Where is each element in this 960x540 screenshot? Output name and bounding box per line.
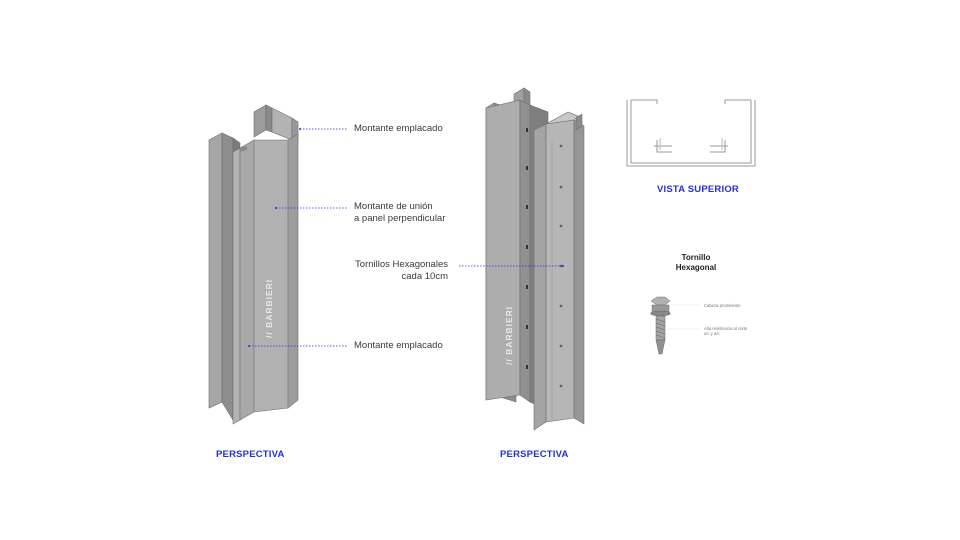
screw-heads bbox=[559, 144, 563, 388]
front-stud-left-lip bbox=[208, 132, 223, 409]
middle-logo: // BARBIERI bbox=[504, 306, 514, 365]
left-stud-assembly bbox=[208, 104, 299, 425]
screw-slots bbox=[526, 128, 528, 369]
front-stud-left-flange bbox=[221, 132, 234, 422]
leader-lines bbox=[249, 128, 563, 347]
middle-stud-assembly bbox=[485, 87, 585, 431]
top-view-drawing bbox=[626, 99, 756, 167]
screw-title-line1: Tornillo bbox=[681, 253, 711, 262]
label-montante-emplacado-top: Montante emplacado bbox=[354, 123, 443, 134]
screw-title: Tornillo Hexagonal bbox=[666, 253, 726, 273]
middle-front-web bbox=[545, 119, 575, 423]
label-montante-union: Montante de unión a panel perpendicular bbox=[354, 201, 445, 225]
front-stud-web bbox=[239, 139, 255, 421]
screw-title-line2: Hexagonal bbox=[675, 263, 717, 272]
label-tornillos-line1: Tornillos Hexagonales bbox=[355, 259, 448, 270]
caption-vista-superior: VISTA SUPERIOR bbox=[657, 184, 739, 195]
label-montante-union-line2: a panel perpendicular bbox=[354, 213, 446, 224]
screw-note-tip-line2: a/c y a/c bbox=[704, 331, 720, 336]
left-logo: // BARBIERI bbox=[264, 279, 274, 338]
label-tornillos-line2: cada 10cm bbox=[401, 271, 448, 282]
label-montante-union-line1: Montante de unión bbox=[354, 201, 433, 212]
screw-note-tip: Alta resistencia al corte a/c y a/c bbox=[704, 326, 747, 336]
label-montante-emplacado-bottom: Montante emplacado bbox=[354, 340, 443, 351]
hex-screw-illustration bbox=[650, 296, 700, 355]
middle-main-web bbox=[485, 99, 521, 401]
label-tornillos: Tornillos Hexagonales cada 10cm bbox=[346, 259, 448, 283]
screw-note-tip-line1: Alta resistencia al corte bbox=[704, 326, 748, 331]
screw-note-head: Cabeza prominente bbox=[704, 303, 741, 308]
back-stud-web bbox=[265, 104, 273, 133]
caption-perspectiva-left: PERSPECTIVA bbox=[216, 449, 285, 460]
caption-perspectiva-right: PERSPECTIVA bbox=[500, 449, 569, 460]
back-stud-flange bbox=[253, 104, 267, 138]
